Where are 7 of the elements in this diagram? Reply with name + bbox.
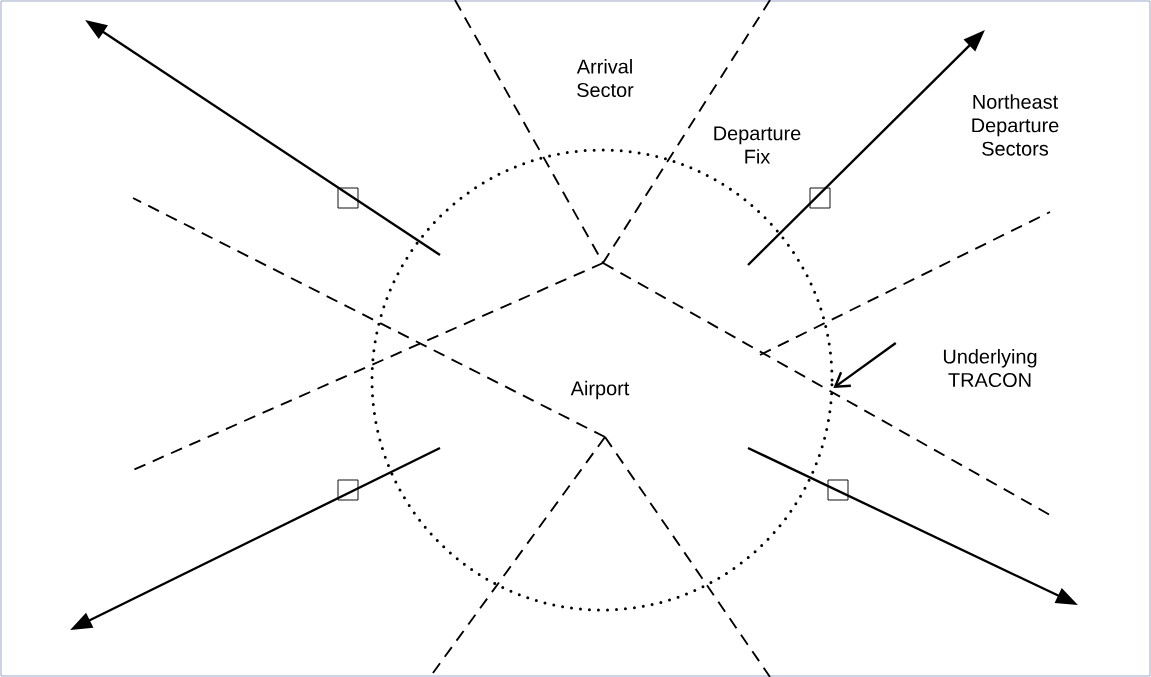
leader-arrow <box>833 342 897 389</box>
dotted-circle <box>370 148 834 612</box>
text-label: Arrival Sector <box>576 59 634 98</box>
text-label: Departure Fix <box>714 126 801 164</box>
text-label: Northeast Departure Sectors <box>972 94 1059 156</box>
text-label: Underlying TRACON <box>943 349 1037 388</box>
text-label: Airport <box>570 380 630 400</box>
